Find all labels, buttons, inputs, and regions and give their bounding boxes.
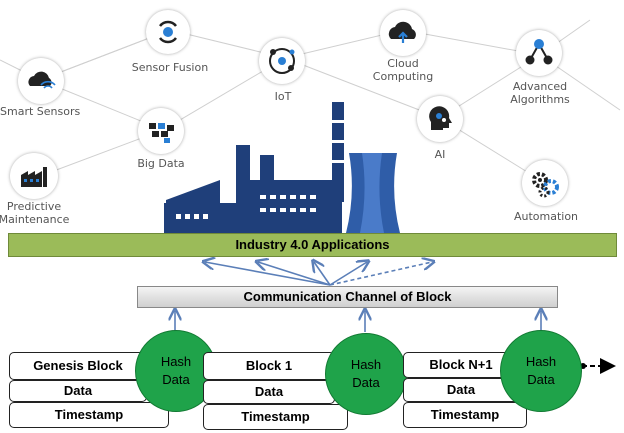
network-graph-icon bbox=[525, 39, 553, 65]
hash-data-label: Data bbox=[352, 375, 380, 390]
gears-icon bbox=[532, 172, 559, 198]
hash-label: Hash bbox=[350, 357, 382, 372]
automation-node bbox=[522, 160, 568, 206]
communication-channel-bar: Communication Channel of Block bbox=[137, 286, 558, 308]
hash-data-label: Data bbox=[527, 372, 555, 387]
cloud-upload-icon bbox=[388, 21, 416, 43]
block-n1-data: Data bbox=[403, 378, 519, 402]
predictive-maintenance-node bbox=[10, 153, 58, 199]
iot-label: IoT bbox=[274, 90, 292, 103]
iot-icon bbox=[269, 48, 295, 74]
sensor-fusion-icon bbox=[159, 20, 177, 44]
industry-applications-banner: Industry 4.0 Applications bbox=[8, 233, 617, 257]
sensor-fusion-node bbox=[146, 10, 190, 54]
ai-node bbox=[417, 96, 463, 142]
factory-illustration bbox=[164, 102, 400, 233]
block-1-timestamp: Timestamp bbox=[203, 404, 348, 430]
genesis-block-data: Data bbox=[9, 380, 147, 402]
big-data-node bbox=[138, 108, 184, 154]
cloud-computing-node bbox=[380, 10, 426, 56]
hash-data-label: Data bbox=[162, 372, 190, 387]
block-1-hash-circle: Hash Data bbox=[325, 333, 407, 415]
block-n1-hash-circle: Hash Data bbox=[500, 330, 582, 412]
big-data-icon bbox=[149, 123, 174, 143]
hash-label: Hash bbox=[160, 354, 192, 369]
advanced-algorithms-node bbox=[516, 30, 562, 76]
genesis-block-name: Genesis Block bbox=[9, 352, 147, 380]
ai-label: AI bbox=[434, 148, 446, 161]
block-1-name: Block 1 bbox=[203, 352, 335, 380]
big-data-label: Big Data bbox=[137, 157, 185, 170]
factory-icon bbox=[21, 167, 47, 187]
block-n1-timestamp: Timestamp bbox=[403, 402, 527, 428]
genesis-block-timestamp: Timestamp bbox=[9, 402, 169, 428]
smart-sensors-node bbox=[18, 58, 64, 104]
iot-node bbox=[259, 38, 305, 84]
cloud-wifi-icon bbox=[28, 71, 56, 89]
block-1-data: Data bbox=[203, 380, 335, 404]
brain-head-icon bbox=[429, 106, 452, 130]
hash-label: Hash bbox=[525, 354, 557, 369]
smart-sensors-label: Smart Sensors bbox=[0, 105, 81, 118]
automation-label: Automation bbox=[513, 210, 579, 223]
sensor-fusion-label: Sensor Fusion bbox=[131, 61, 209, 74]
